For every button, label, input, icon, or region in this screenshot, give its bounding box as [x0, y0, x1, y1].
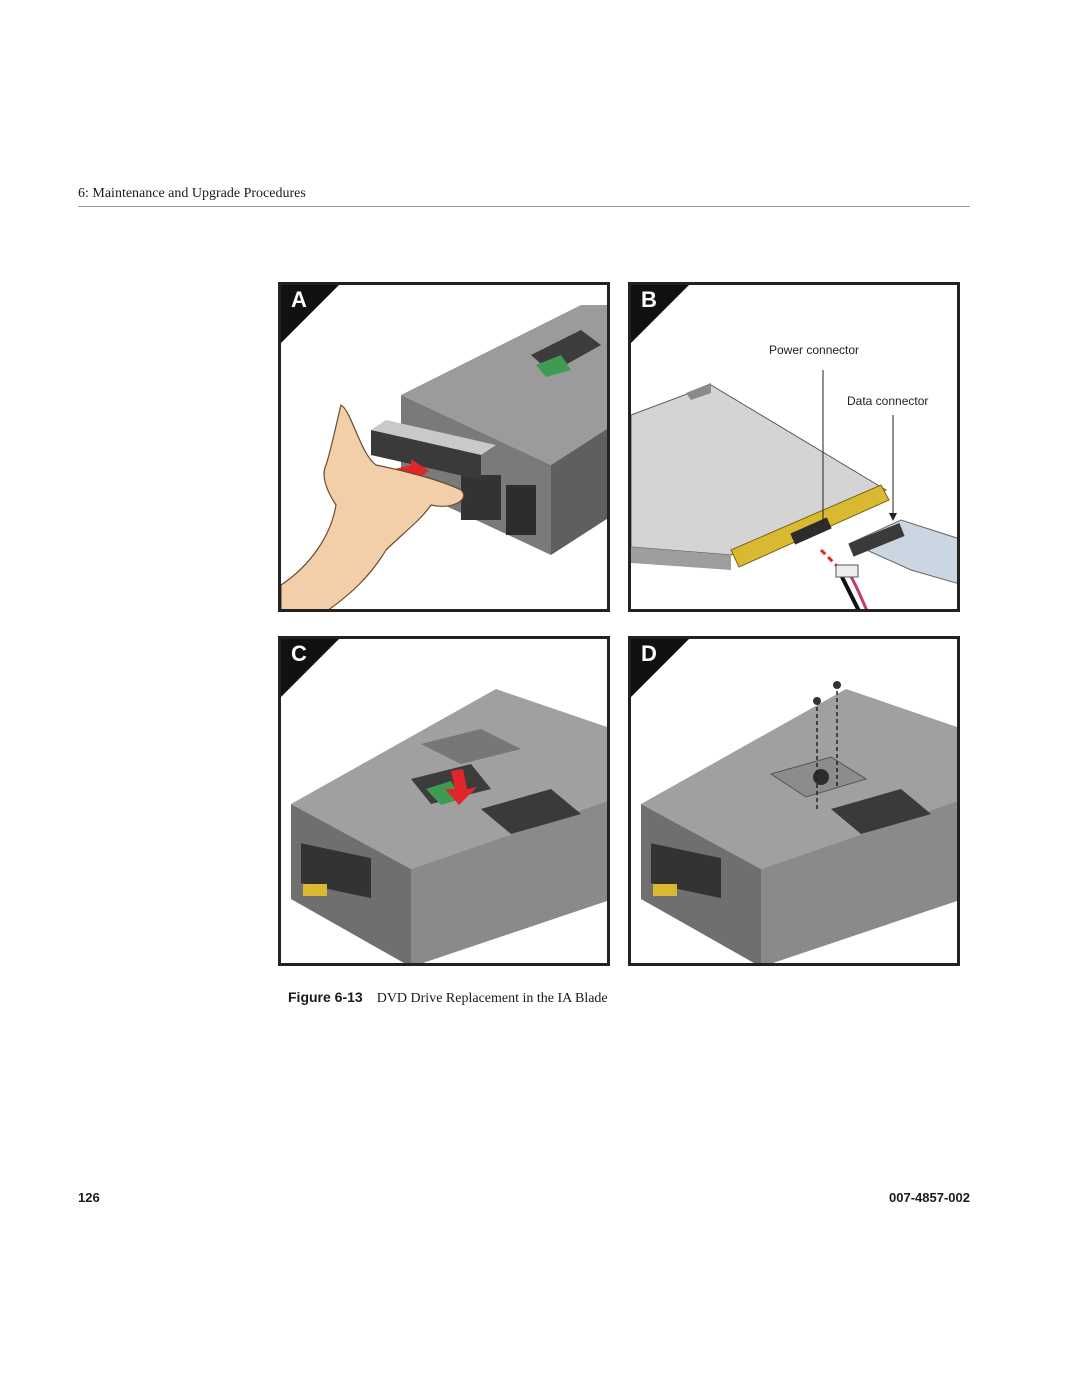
page-number: 126 [78, 1190, 100, 1205]
panel-c-illustration [281, 639, 607, 963]
panel-b-letter: B [641, 287, 657, 312]
data-connector-label: Data connector [847, 394, 929, 408]
header-rule [78, 206, 970, 207]
panel-d-illustration [631, 639, 957, 963]
figure-label: Figure 6-13 [288, 989, 363, 1005]
panel-a: A [278, 282, 610, 612]
figure-caption-text: DVD Drive Replacement in the IA Blade [376, 991, 608, 1006]
power-connector-label: Power connector [769, 343, 860, 357]
panel-c: C [278, 636, 610, 966]
panel-b: B Power connector Data connector [628, 282, 960, 612]
figure-caption: Figure 6-13 DVD Drive Replacement in the … [288, 989, 608, 1007]
panel-c-letter: C [291, 641, 307, 666]
panel-a-letter: A [291, 287, 307, 312]
panel-a-illustration [281, 285, 607, 609]
panel-b-illustration [631, 285, 957, 609]
panel-d-letter: D [641, 641, 657, 666]
panel-d: D [628, 636, 960, 966]
running-header: 6: Maintenance and Upgrade Procedures [78, 186, 306, 201]
document-number: 007-4857-002 [889, 1190, 970, 1205]
